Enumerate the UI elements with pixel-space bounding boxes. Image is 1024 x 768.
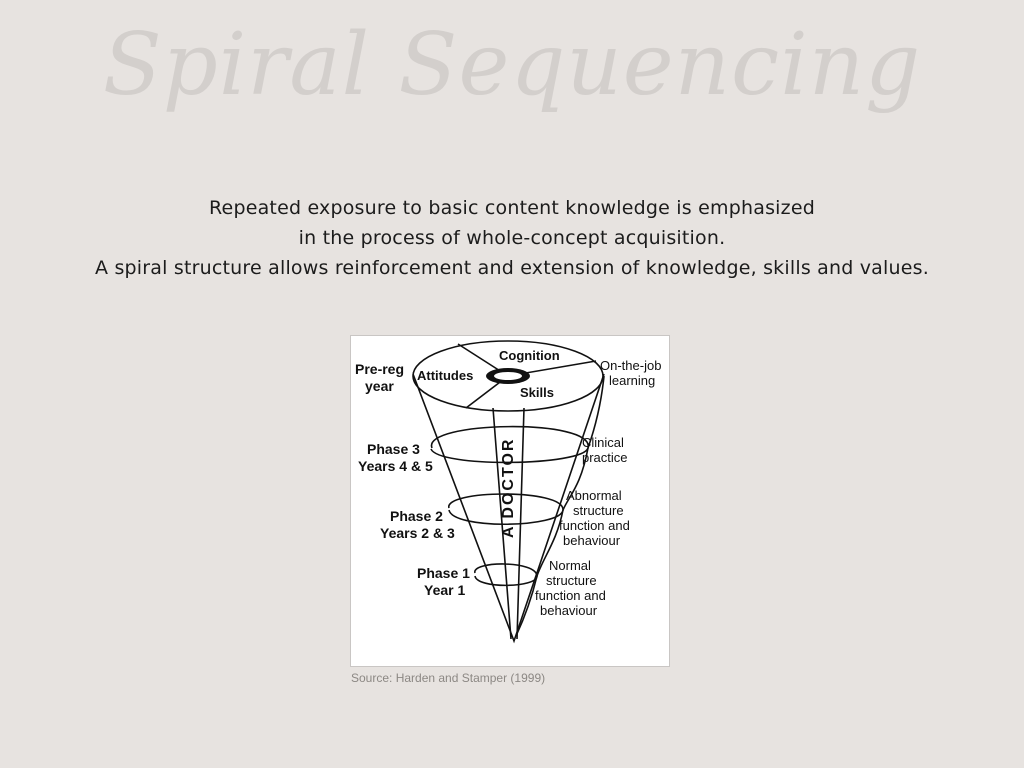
spiral-connector-b [536, 509, 564, 577]
label-abnormal-2: structure [573, 503, 624, 518]
spiral-curriculum-figure: Cognition Attitudes Skills A DOCTOR Pre-… [350, 335, 670, 667]
label-skills: Skills [520, 385, 554, 400]
spiral-connector-c [515, 575, 538, 637]
figure-caption: Source: Harden and Stamper (1999) [351, 671, 546, 685]
label-clinical-1: Clinical [582, 435, 624, 450]
label-prereg-1: Pre-reg [355, 361, 404, 377]
label-phase2-2: Years 2 & 3 [380, 525, 455, 541]
label-abnormal-1: Abnormal [566, 488, 622, 503]
body-line-3: A spiral structure allows reinforcement … [95, 257, 929, 279]
slide-body: Repeated exposure to basic content knowl… [0, 193, 1024, 283]
label-phase1-1: Phase 1 [417, 565, 470, 581]
label-a-doctor: A DOCTOR [500, 438, 517, 538]
body-line-1: Repeated exposure to basic content knowl… [209, 197, 815, 219]
label-normal-2: structure [546, 573, 597, 588]
spiral-connector-a [562, 447, 589, 511]
label-abnormal-4: behaviour [563, 533, 621, 548]
label-prereg-2: year [365, 378, 394, 394]
label-abnormal-3: function and [559, 518, 630, 533]
slide-title: Spiral Sequencing [102, 15, 922, 115]
label-phase3-1: Phase 3 [367, 441, 420, 457]
spiral-connector-d [587, 375, 605, 449]
cone-outline [412, 373, 605, 644]
label-onjob-2: learning [609, 373, 655, 388]
label-normal-3: function and [535, 588, 606, 603]
label-phase3-2: Years 4 & 5 [358, 458, 433, 474]
label-phase1-2: Year 1 [424, 582, 465, 598]
label-cognition: Cognition [499, 348, 560, 363]
label-onjob-1: On-the-job [600, 358, 661, 373]
label-normal-1: Normal [549, 558, 591, 573]
label-attitudes: Attitudes [417, 368, 473, 383]
spiral-cone-diagram: Cognition Attitudes Skills A DOCTOR Pre-… [355, 340, 661, 644]
body-line-2: in the process of whole-concept acquisit… [298, 227, 726, 249]
label-normal-4: behaviour [540, 603, 598, 618]
hub-inner [494, 372, 522, 380]
cone-top-ellipse [412, 340, 604, 412]
label-clinical-2: practice [582, 450, 628, 465]
label-phase2-1: Phase 2 [390, 508, 443, 524]
